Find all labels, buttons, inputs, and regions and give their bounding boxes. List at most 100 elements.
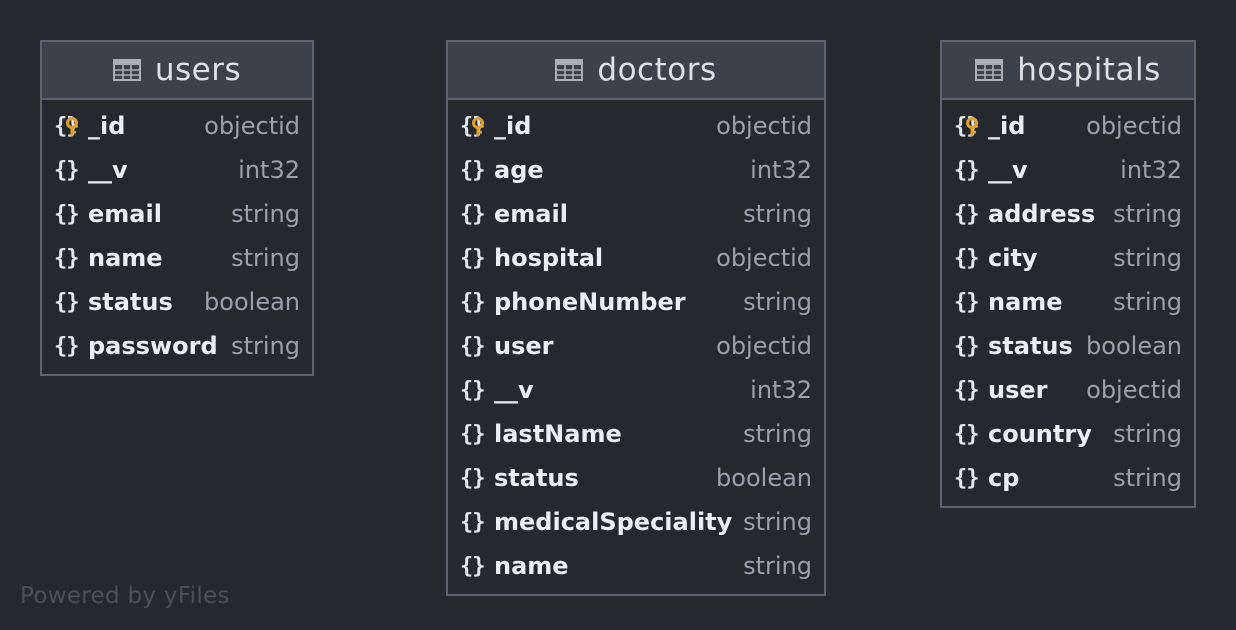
field-name: lastName [494, 420, 622, 448]
field-icon: {} [460, 245, 486, 271]
field-name: hospital [494, 244, 604, 272]
field-icon: {} [954, 245, 980, 271]
field-type: boolean [716, 464, 812, 492]
field-row[interactable]: {} __v int32 [448, 368, 824, 412]
field-icon: {} [954, 333, 980, 359]
field-row[interactable]: {} name string [448, 544, 824, 588]
field-type: string [743, 420, 812, 448]
field-type: int32 [1120, 156, 1182, 184]
field-row[interactable]: {} medicalSpeciality string [448, 500, 824, 544]
field-row[interactable]: {} lastName string [448, 412, 824, 456]
primary-key-icon: {} [54, 113, 80, 139]
field-name: _id [88, 112, 126, 140]
field-type: string [743, 200, 812, 228]
field-name: city [988, 244, 1038, 272]
field-icon: {} [460, 509, 486, 535]
field-type: string [1113, 420, 1182, 448]
field-row[interactable]: {} city string [942, 236, 1194, 280]
field-icon: {} [54, 201, 80, 227]
primary-key-icon: {} [954, 113, 980, 139]
field-icon: {} [460, 289, 486, 315]
field-type: string [1113, 288, 1182, 316]
table-header[interactable]: hospitals [942, 42, 1194, 100]
field-row[interactable]: {} status boolean [42, 280, 312, 324]
field-icon: {} [460, 377, 486, 403]
table-grid-icon [112, 59, 141, 81]
table-title: users [154, 52, 242, 88]
field-icon: {} [460, 421, 486, 447]
field-name: country [988, 420, 1092, 448]
field-type: string [231, 200, 300, 228]
field-name: user [988, 376, 1048, 404]
table-grid-icon [555, 59, 584, 81]
field-type: boolean [204, 288, 300, 316]
field-name: phoneNumber [494, 288, 686, 316]
field-type: objectid [204, 112, 300, 140]
field-type: objectid [716, 112, 812, 140]
field-name: email [88, 200, 162, 228]
field-type: string [1113, 244, 1182, 272]
field-type: string [743, 552, 812, 580]
field-type: string [231, 244, 300, 272]
field-type: int32 [238, 156, 300, 184]
powered-by-watermark: Powered by yFiles [20, 583, 230, 609]
field-row[interactable]: {} email string [448, 192, 824, 236]
field-type: string [231, 332, 300, 360]
table-title: hospitals [1017, 52, 1161, 88]
field-type: int32 [750, 376, 812, 404]
field-icon: {} [460, 201, 486, 227]
field-name: name [494, 552, 569, 580]
field-name: age [494, 156, 544, 184]
field-name: status [88, 288, 173, 316]
field-row[interactable]: {} _id objectid [942, 104, 1194, 148]
field-name: __v [88, 156, 128, 184]
field-icon: {} [954, 201, 980, 227]
table-header[interactable]: doctors [448, 42, 824, 100]
field-list: {} _id objectid {} __v int32 {} email string {… [42, 100, 312, 374]
table-header[interactable]: users [42, 42, 312, 100]
field-name: status [988, 332, 1073, 360]
field-name: email [494, 200, 568, 228]
field-icon: {} [954, 289, 980, 315]
field-type: string [1113, 464, 1182, 492]
field-name: medicalSpeciality [494, 508, 733, 536]
field-row[interactable]: {} phoneNumber string [448, 280, 824, 324]
field-icon: {} [460, 553, 486, 579]
field-type: string [743, 508, 812, 536]
field-row[interactable]: {} age int32 [448, 148, 824, 192]
field-icon: {} [54, 333, 80, 359]
field-icon: {} [460, 333, 486, 359]
field-type: boolean [1086, 332, 1182, 360]
table-users[interactable]: users {} _id objectid {} __v int32 {} email st… [40, 40, 314, 376]
field-icon: {} [954, 377, 980, 403]
field-name: cp [988, 464, 1020, 492]
field-icon: {} [54, 289, 80, 315]
field-icon: {} [460, 157, 486, 183]
field-type: string [1113, 200, 1182, 228]
field-row[interactable]: {} _id objectid [42, 104, 312, 148]
field-type: int32 [750, 156, 812, 184]
field-type: objectid [1086, 112, 1182, 140]
field-row[interactable]: {} status boolean [942, 324, 1194, 368]
field-name: __v [494, 376, 534, 404]
field-type: string [743, 288, 812, 316]
table-title: doctors [597, 52, 717, 88]
field-name: _id [988, 112, 1026, 140]
field-icon: {} [460, 465, 486, 491]
field-row[interactable]: {} email string [42, 192, 312, 236]
